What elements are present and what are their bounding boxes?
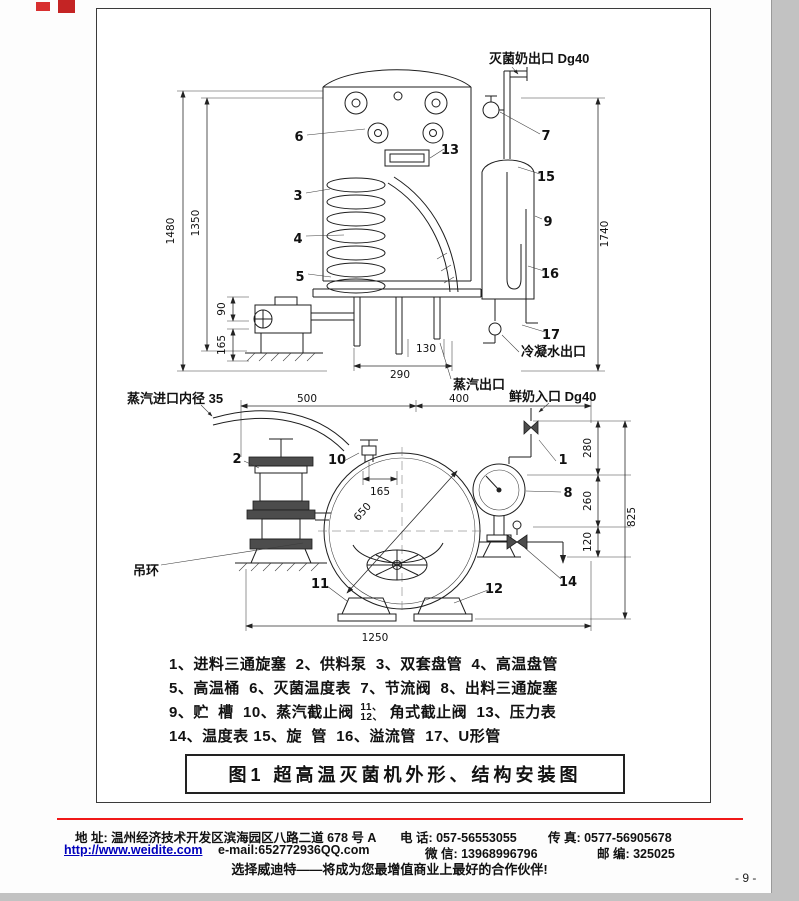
label-condensate-outlet: 冷凝水出口 bbox=[521, 344, 586, 359]
figure-frame: 6 13 3 4 5 7 15 9 16 17 bbox=[96, 8, 711, 803]
callout-5: 5 bbox=[295, 270, 304, 285]
legend-line-4: 14、温度表 15、旋 管 16、溢流管 17、U形管 bbox=[169, 728, 501, 745]
footer-email: e-mail:652772936QQ.com bbox=[218, 843, 370, 857]
dim-260: 260 bbox=[582, 491, 594, 511]
tank-feet bbox=[337, 597, 473, 622]
dim-90: 90 bbox=[216, 302, 228, 315]
callout-7: 7 bbox=[541, 129, 550, 144]
dimensions-top bbox=[177, 90, 605, 372]
scan-red-mark bbox=[58, 0, 75, 13]
dimension-1250 bbox=[245, 561, 592, 631]
heating-coil bbox=[326, 176, 459, 294]
callout-2: 2 bbox=[232, 452, 241, 467]
fresh-milk-inlet-assembly bbox=[508, 402, 550, 464]
pressure-gauge-plate bbox=[384, 149, 430, 167]
dim-1480: 1480 bbox=[165, 218, 177, 245]
dim-825: 825 bbox=[626, 507, 638, 527]
footer-address: 地 址: 温州经济技术开发区滨海园区八路二道 678 号 A bbox=[75, 831, 377, 845]
callout-13: 13 bbox=[441, 143, 459, 158]
callout-8: 8 bbox=[563, 486, 572, 501]
feed-pump-assembly bbox=[245, 296, 323, 362]
dim-1740: 1740 bbox=[599, 221, 611, 248]
dim-400: 400 bbox=[449, 393, 469, 405]
dim-130: 130 bbox=[416, 343, 436, 355]
label-lifting-ring: 吊环 bbox=[133, 563, 159, 578]
callout-10: 10 bbox=[328, 453, 346, 468]
callout-16: 16 bbox=[541, 267, 559, 282]
footer-zip: 邮 编: 325025 bbox=[597, 847, 675, 861]
label-fresh-milk-inlet: 鲜奶入口 Dg40 bbox=[509, 389, 596, 404]
machine-diagram: 6 13 3 4 5 7 15 9 16 17 bbox=[127, 51, 638, 644]
label-steam-outlet: 蒸汽出口 bbox=[453, 377, 505, 392]
legend-line-3: 9、贮 槽 10、蒸汽截止阀 11、 12、 角式截止阀 13、压力表 bbox=[169, 701, 558, 725]
legend-item-11: 11、 bbox=[360, 702, 383, 713]
dim-165-offset-label: 165 bbox=[370, 486, 390, 498]
dim-1250-label: 1250 bbox=[362, 632, 389, 644]
supply-pump-column bbox=[235, 438, 331, 572]
footer-slogan: 选择威迪特——将成为您最增值商业上最好的合作伙伴! bbox=[231, 862, 548, 877]
callout-4: 4 bbox=[293, 232, 302, 247]
scan-edge-right bbox=[771, 0, 799, 901]
outlet-riser-pipe bbox=[482, 67, 528, 159]
tank-top-ports bbox=[344, 91, 448, 144]
legend-stacked-11-12: 11、 12、 bbox=[360, 703, 383, 723]
dim-120: 120 bbox=[582, 532, 594, 552]
label-milk-outlet: 灭菌奶出口 Dg40 bbox=[488, 51, 589, 66]
storage-vessel bbox=[481, 159, 538, 344]
callout-17: 17 bbox=[542, 328, 560, 343]
legend-line-2: 5、高温桶 6、灭菌温度表 7、节流阀 8、出料三通旋塞 bbox=[169, 680, 558, 697]
callout-12: 12 bbox=[485, 582, 503, 597]
footer-fax: 传 真: 0577-56905678 bbox=[548, 831, 672, 845]
label-steam-inlet: 蒸汽进口内径 35 bbox=[127, 391, 223, 406]
callout-11: 11 bbox=[311, 577, 329, 592]
callout-15: 15 bbox=[537, 170, 555, 185]
callout-3: 3 bbox=[293, 189, 302, 204]
callout-6: 6 bbox=[294, 130, 303, 145]
callout-1: 1 bbox=[558, 453, 567, 468]
legend-line-3a: 9、贮 槽 10、蒸汽截止阀 bbox=[169, 704, 359, 721]
page-number: - 9 - bbox=[735, 871, 757, 885]
dim-1350: 1350 bbox=[190, 210, 202, 237]
steam-inlet-pipe bbox=[212, 410, 350, 452]
callout-9: 9 bbox=[543, 215, 552, 230]
footer-wechat: 微 信: 13968996796 bbox=[425, 847, 538, 861]
dim-280: 280 bbox=[582, 438, 594, 458]
tank-support-and-pipes bbox=[311, 288, 482, 355]
scan-red-mark bbox=[36, 2, 50, 11]
legend-item-12: 12、 bbox=[360, 712, 383, 723]
footer-divider-rule bbox=[57, 818, 743, 820]
outlet-valve-line bbox=[479, 520, 567, 564]
figure-caption: 图1 超高温灭菌机外形、结构安装图 bbox=[185, 754, 625, 794]
dimensions-bottom-right-chain bbox=[475, 420, 631, 620]
dim-650: 650 bbox=[352, 501, 374, 524]
dial-gauge-on-stand bbox=[472, 463, 526, 558]
parts-legend: 1、进料三通旋塞 2、供料泵 3、双套盘管 4、高温盘管 5、高温桶 6、灭菌温… bbox=[169, 653, 558, 749]
footer-website-url: http://www.weidite.com bbox=[64, 843, 203, 857]
dim-165-offset bbox=[362, 471, 398, 485]
dimensions-bottom-top-chain bbox=[240, 400, 592, 457]
legend-line-3b: 角式截止阀 13、压力表 bbox=[385, 704, 557, 721]
callout-14: 14 bbox=[559, 575, 577, 590]
legend-line-1: 1、进料三通旋塞 2、供料泵 3、双套盘管 4、高温盘管 bbox=[169, 656, 558, 673]
scan-edge-bottom bbox=[0, 893, 799, 901]
footer-phone: 电 话: 057-56553055 bbox=[400, 831, 517, 845]
sterilizer-tank bbox=[322, 69, 472, 282]
dim-290: 290 bbox=[390, 369, 410, 381]
dim-500: 500 bbox=[297, 393, 317, 405]
dim-165: 165 bbox=[216, 335, 228, 355]
callout-leaders-top bbox=[305, 111, 546, 333]
